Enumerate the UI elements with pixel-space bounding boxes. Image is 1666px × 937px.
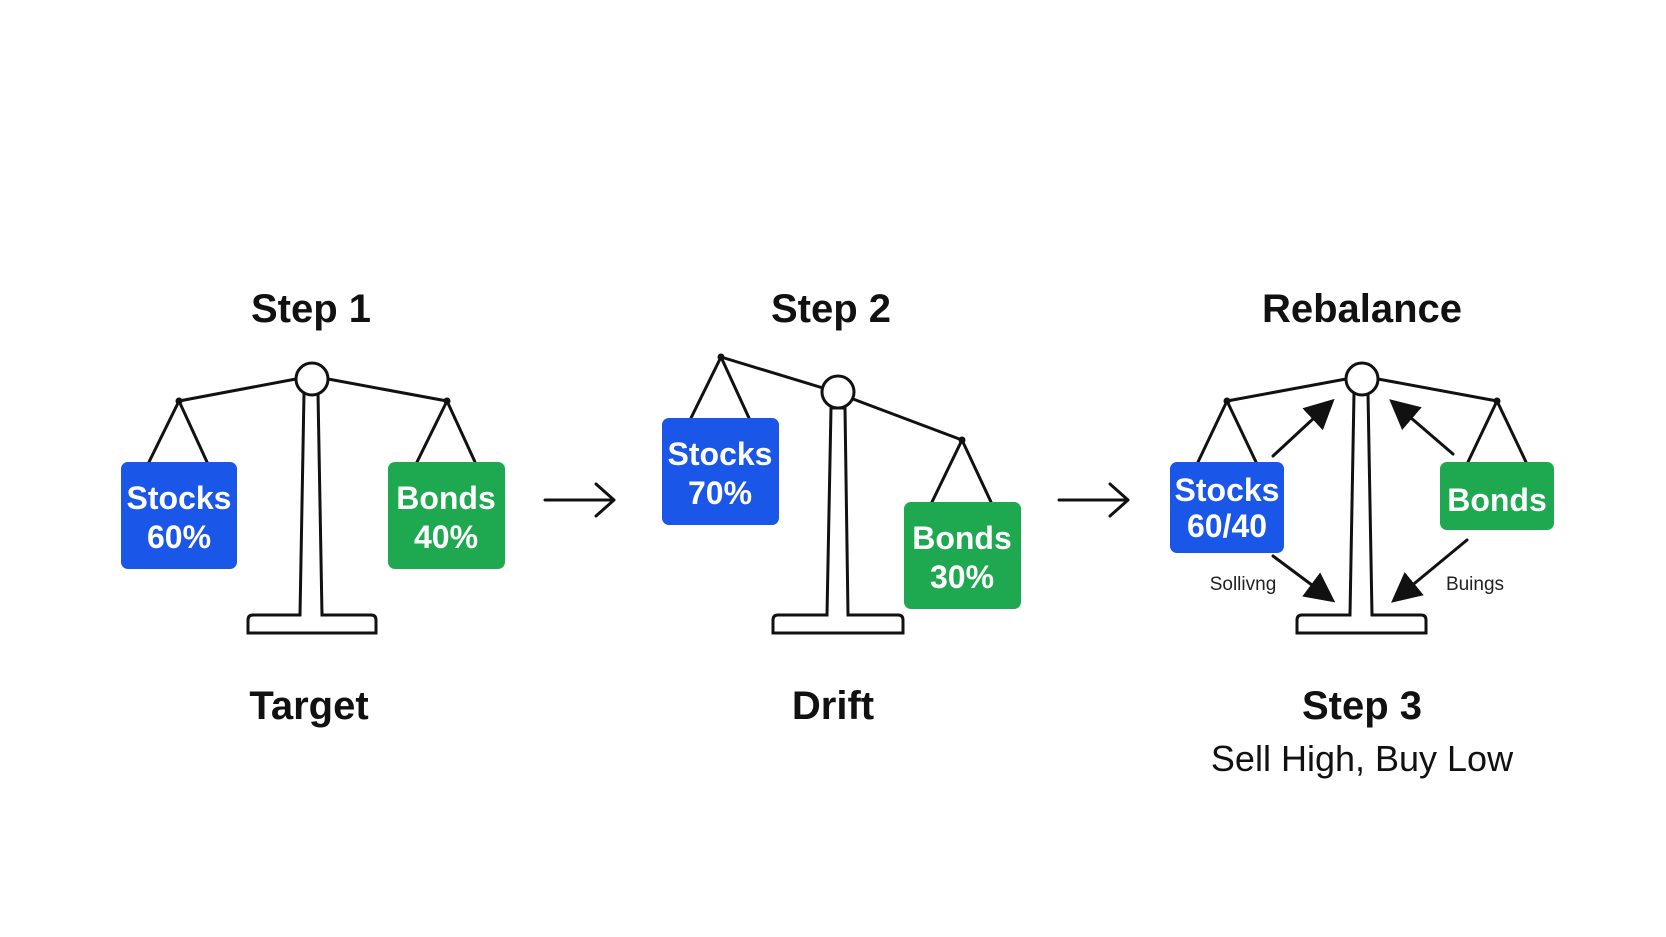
buying-label: Buings bbox=[1446, 574, 1504, 595]
step3-bonds-box: Bonds bbox=[1440, 462, 1554, 530]
step2-bonds-box: Bonds 30% bbox=[904, 502, 1021, 609]
step1-bonds-label: Bonds bbox=[396, 480, 496, 516]
step2-stocks-value: 70% bbox=[688, 475, 752, 511]
step2-bonds-label: Bonds bbox=[912, 520, 1012, 556]
arrow-up-right-icon bbox=[1271, 398, 1335, 458]
step3-title: Rebalance bbox=[1262, 287, 1462, 331]
step2-stocks-box: Stocks 70% bbox=[662, 418, 779, 525]
step1-stocks-box: Stocks 60% bbox=[121, 462, 237, 569]
step2-stocks-label: Stocks bbox=[668, 436, 773, 472]
arrow-down-right-icon bbox=[1271, 554, 1336, 603]
arrow-right-icon bbox=[1057, 482, 1130, 518]
step1-stocks-value: 60% bbox=[147, 519, 211, 555]
step1-title: Step 1 bbox=[251, 287, 371, 331]
step1-panel: Step 1 Stocks 60% Bonds 40% Target bbox=[121, 287, 505, 728]
step2-panel: Step 2 Stocks 70% Bonds 30% Drift bbox=[662, 287, 1021, 728]
step3-stocks-label: Stocks bbox=[1175, 472, 1280, 508]
step1-bonds-box: Bonds 40% bbox=[388, 462, 505, 569]
step3-subcaption: Sell High, Buy Low bbox=[1211, 738, 1514, 779]
arrow-right-icon bbox=[543, 482, 616, 518]
rebalance-arrows bbox=[1271, 398, 1469, 603]
step3-stocks-value: 60/40 bbox=[1187, 508, 1267, 544]
step3-bonds-label: Bonds bbox=[1447, 482, 1547, 518]
step1-scale bbox=[147, 361, 477, 635]
step2-scale bbox=[689, 353, 993, 635]
step2-caption: Drift bbox=[792, 684, 874, 728]
arrow-down-left-icon bbox=[1391, 538, 1469, 603]
step3-scale bbox=[1196, 361, 1528, 635]
step3-caption: Step 3 bbox=[1302, 684, 1422, 728]
step3-stocks-box: Stocks 60/40 bbox=[1170, 462, 1284, 553]
step2-bonds-value: 30% bbox=[930, 559, 994, 595]
step1-stocks-label: Stocks bbox=[127, 480, 232, 516]
step1-caption: Target bbox=[249, 684, 368, 728]
selling-label: Sollivng bbox=[1210, 574, 1277, 595]
step1-bonds-value: 40% bbox=[414, 519, 478, 555]
step2-title: Step 2 bbox=[771, 287, 891, 331]
arrow-up-left-icon bbox=[1389, 399, 1455, 456]
step3-panel: Rebalance Stocks 60/40 Bonds Sollivng bbox=[1170, 287, 1554, 779]
